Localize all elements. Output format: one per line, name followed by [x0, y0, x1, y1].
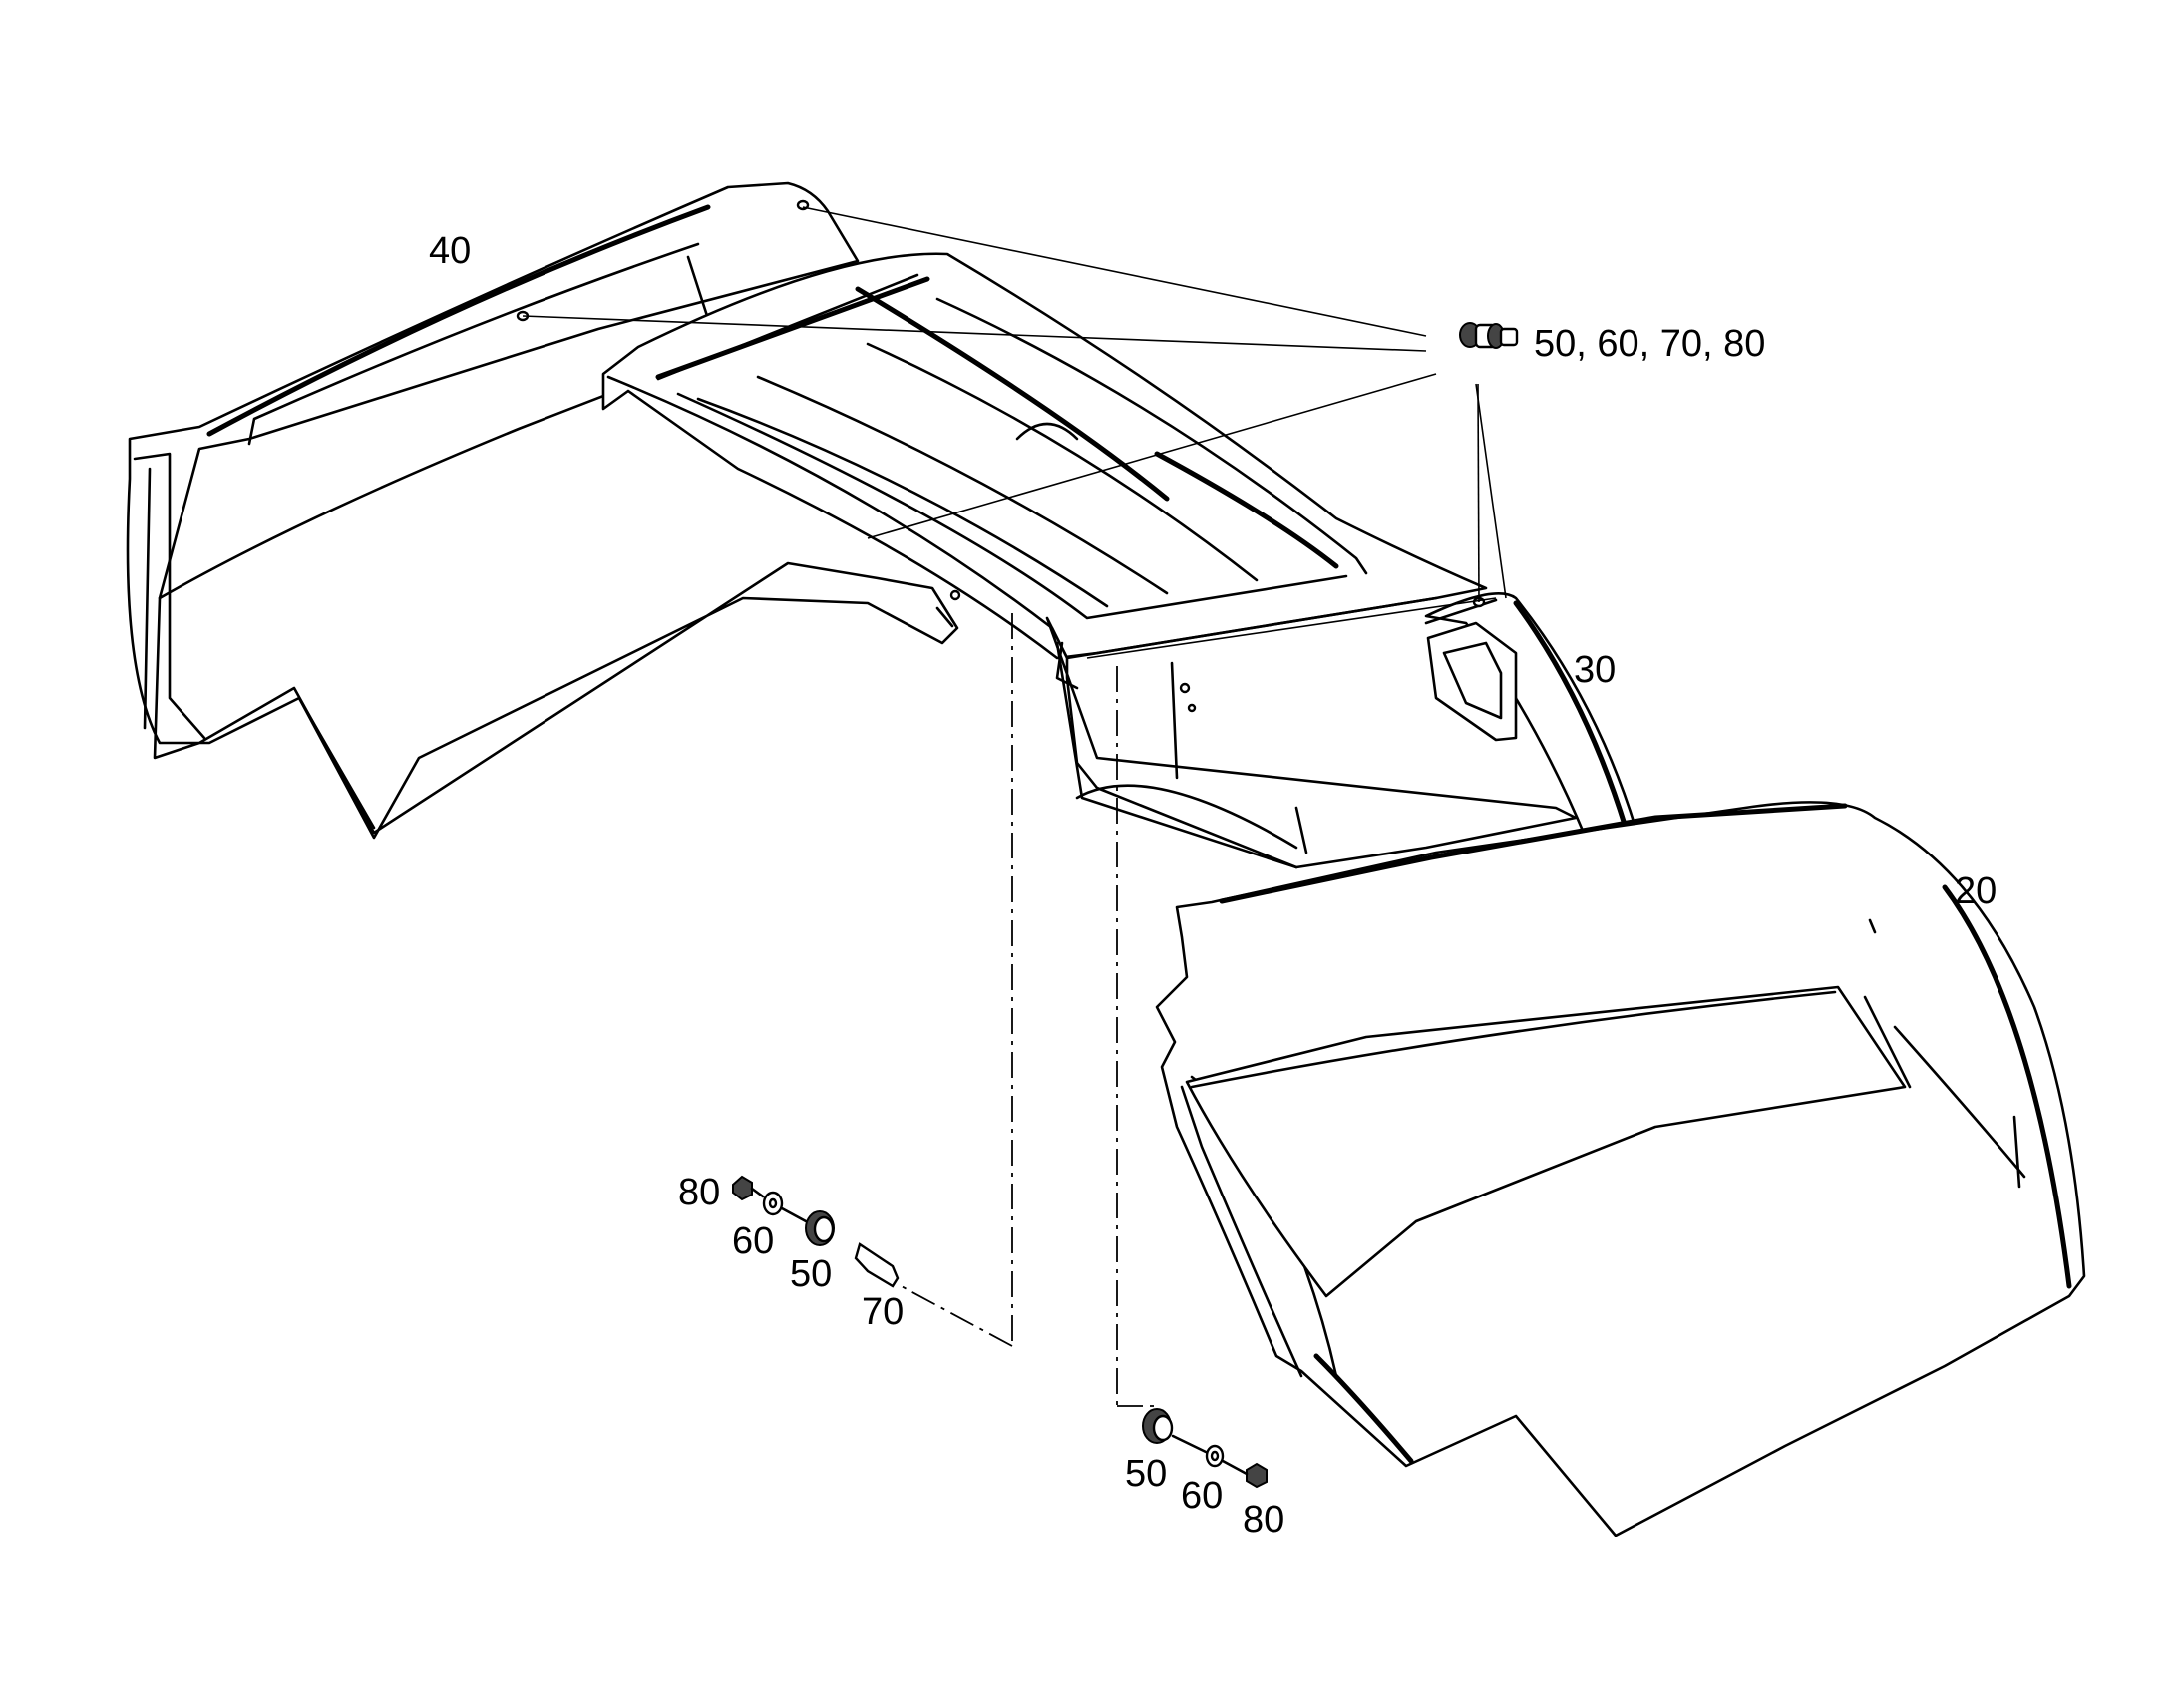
assembly-centerlines: [897, 613, 1155, 1407]
label-20: 20: [1955, 870, 1997, 912]
label-30: 30: [1574, 649, 1616, 691]
left-hardware-stack: [732, 1175, 900, 1288]
label-40: 40: [429, 230, 471, 272]
label-left-70: 70: [862, 1291, 904, 1333]
hardware-kit-icon: [1459, 322, 1519, 349]
label-right-60: 60: [1181, 1475, 1223, 1517]
label-right-50: 50: [1125, 1453, 1167, 1495]
front-structure: [1045, 616, 1578, 869]
label-left-80: 80: [678, 1172, 720, 1213]
part-30-right-panel: [1424, 592, 1637, 840]
roof-frame: [601, 252, 1488, 660]
part-labels: 40 50, 60, 70, 80 30 20 80 60 50 70 50 6…: [429, 230, 1997, 1540]
leader-lines: [522, 206, 1507, 659]
label-right-80: 80: [1243, 1499, 1284, 1540]
right-hardware-stack: [1142, 1408, 1268, 1489]
label-kit-callout: 50, 60, 70, 80: [1534, 323, 1765, 365]
label-left-50: 50: [790, 1253, 832, 1295]
part-20-door-panel: [1155, 801, 2086, 1537]
label-left-60: 60: [732, 1220, 774, 1262]
